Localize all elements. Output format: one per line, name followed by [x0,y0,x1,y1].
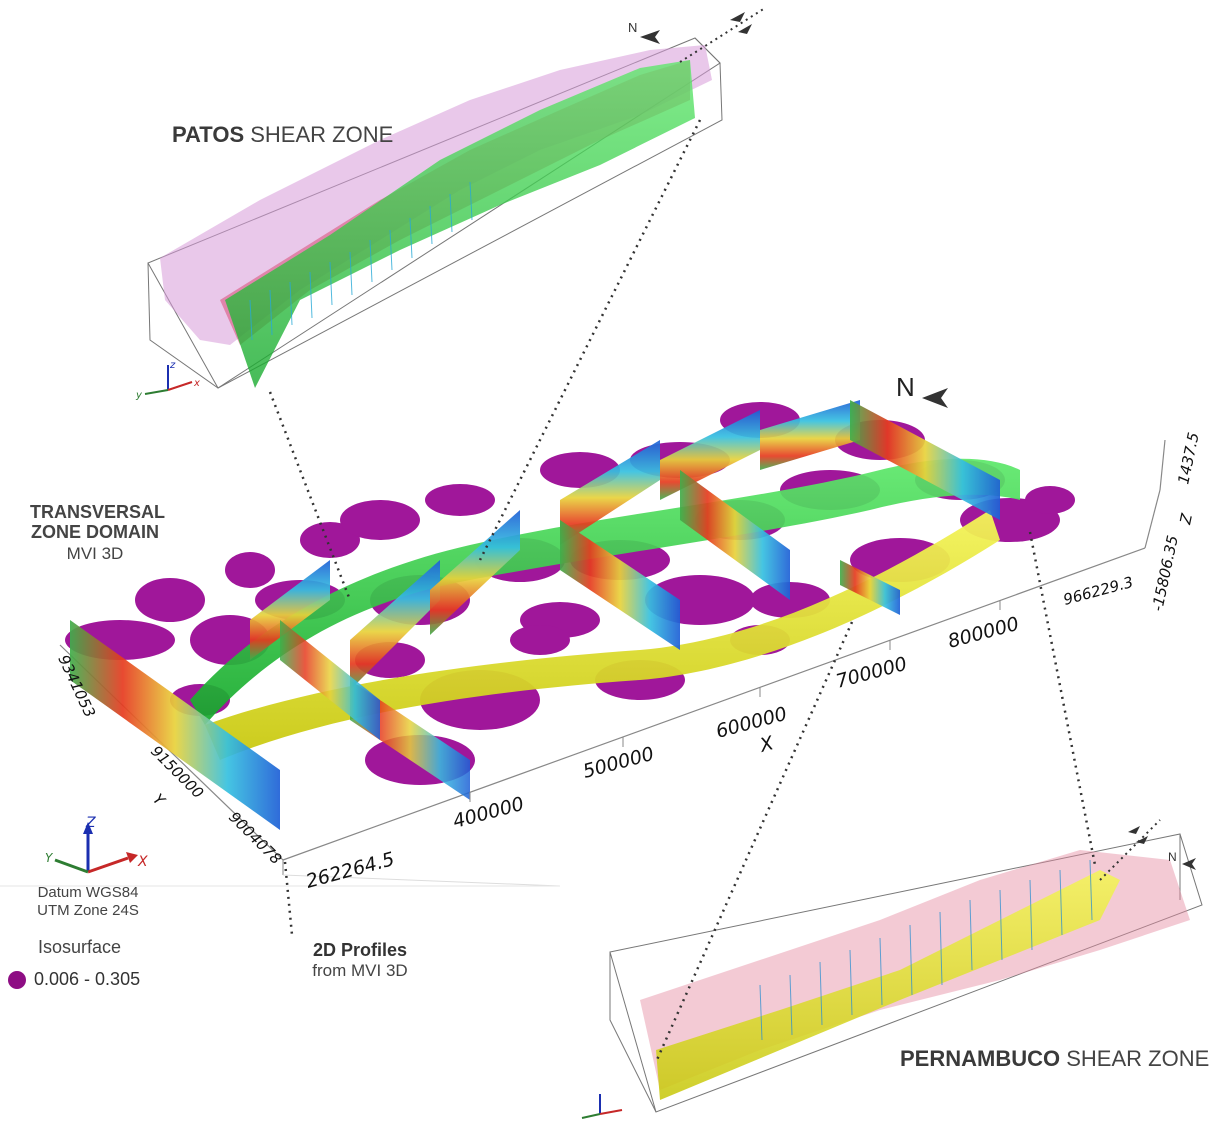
main-north-label: N [896,372,915,402]
svg-text:x: x [193,378,200,389]
patos-fault-sense-arrow [679,7,766,63]
pernambuco-shear-zone-block [609,833,1203,1113]
pernambuco-axis-triad [581,1094,623,1119]
patos-north-label: N [628,20,638,35]
main-pernambuco-fault-surface [205,510,1000,760]
pernambuco-bounding-box [609,833,1203,1113]
main-z-axis-labels: -15806.35 Z 1437.5 [1148,431,1203,613]
x-axis-max: 966229.3 [1061,573,1135,609]
main-base-axis-x [282,547,1146,861]
connector-lines [268,119,1097,1063]
profiles-label: 2D Profiles from MVI 3D [290,940,430,981]
z-axis-label: Z [1176,511,1196,526]
domain-subtitle: MVI 3D [66,544,124,563]
main-north-arrow [922,388,948,408]
domain-title-line2: ZONE DOMAIN [31,522,159,542]
patos-shear-zone-block [147,37,723,389]
patos-title-bold: PATOS [172,122,245,147]
main-2d-profiles [70,400,1000,830]
x-tick-500000: 500000 [581,743,657,783]
pernambuco-north-arrow [1182,858,1196,870]
z-axis-min: -15806.35 [1148,534,1182,613]
x-tick-600000: 600000 [714,703,790,743]
legend-title: Isosurface [38,937,122,957]
pernambuco-fault-sense-arrow [1099,819,1161,881]
x-tick-400000: 400000 [451,793,527,833]
main-axis-triad: Z X Y [45,815,148,874]
pernambuco-title-bold: PERNAMBUCO [900,1046,1061,1071]
x-axis-label: X [757,732,777,757]
patos-fault-plane [225,60,695,388]
datum-label: Datum WGS84 UTM Zone 24S [18,884,158,920]
pernambuco-fault-plane [656,870,1120,1100]
legend-range: 0.006 - 0.305 [34,969,141,989]
svg-text:Z: Z [85,815,96,831]
legend-swatch [8,970,26,989]
domain-title: TRANSVERSAL ZONE DOMAIN [30,502,166,542]
patos-axis-triad: z x y [135,360,200,401]
z-axis-max: 1437.5 [1174,431,1203,486]
patos-title: PATOS SHEAR ZONE [172,122,393,148]
pernambuco-north-label: N [1168,850,1177,864]
datum-line2: UTM Zone 24S [37,902,139,919]
patos-title-rest: SHEAR ZONE [244,122,394,147]
x-tick-700000: 700000 [834,653,910,693]
svg-text:z: z [169,360,176,371]
patos-north-arrow [640,30,660,44]
datum-line1: Datum WGS84 [37,884,139,901]
profiles-label-sub: from MVI 3D [312,961,408,980]
profiles-label-bold: 2D Profiles [312,940,408,960]
svg-text:y: y [135,390,143,401]
svg-text:X: X [137,854,148,870]
x-tick-800000: 800000 [946,613,1022,653]
svg-text:Y: Y [45,851,54,865]
y-axis-label: Y [149,790,170,811]
main-x-ticks [469,600,1001,802]
main-3d-model [0,400,1166,887]
domain-title-line1: TRANSVERSAL [30,502,166,522]
pernambuco-title: PERNAMBUCO SHEAR ZONE [900,1046,1209,1072]
pernambuco-title-rest: SHEAR ZONE [1060,1046,1210,1071]
legend-entry: 0.006 - 0.305 [8,969,140,990]
